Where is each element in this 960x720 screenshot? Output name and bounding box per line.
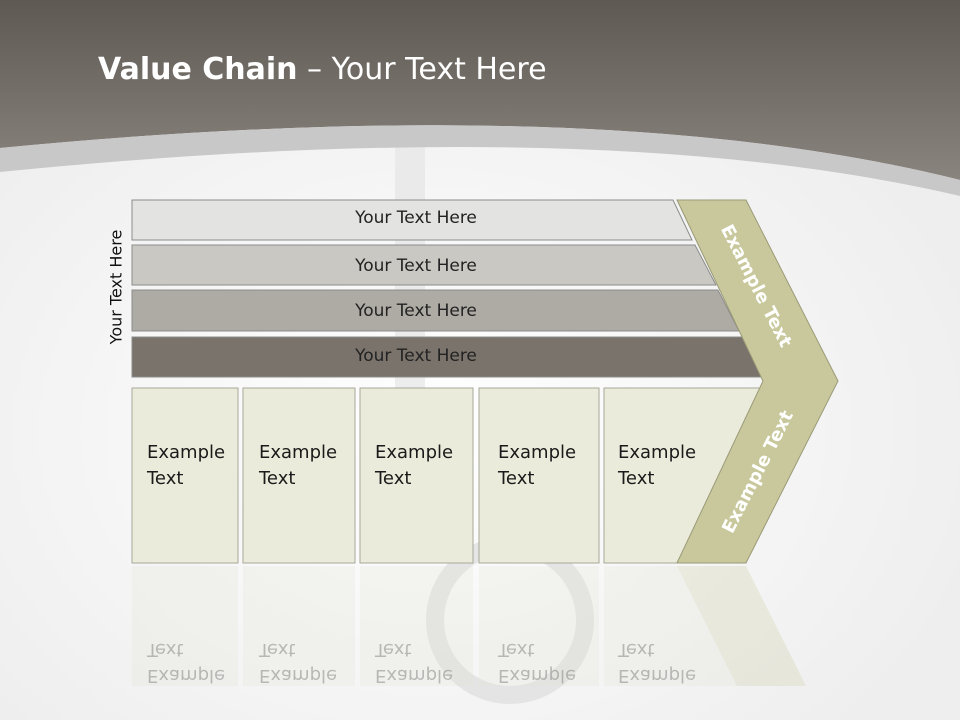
- primary-box-1: [131, 387, 239, 564]
- reflection-box-5: [604, 566, 740, 686]
- primary-box-5-line2: Text: [618, 468, 655, 489]
- side-label: Your Text Here: [106, 229, 126, 345]
- title-rest: – Your Text Here: [297, 52, 547, 87]
- reflection-text-2-line1: Example: [259, 665, 338, 686]
- primary-box-2-line2: Text: [259, 468, 296, 489]
- support-bar-4-label: Your Text Here: [355, 346, 477, 366]
- support-bar-2: [131, 244, 717, 286]
- primary-box-3-line1: Example: [375, 442, 454, 463]
- reflection-text-3-line2: Text: [375, 639, 412, 660]
- margin-arrow: [676, 199, 839, 564]
- primary-box-2: [242, 387, 356, 564]
- primary-box-3-line2: Text: [375, 468, 412, 489]
- primary-box-4-line1: Example: [498, 442, 577, 463]
- page-title: Value Chain – Your Text Here: [98, 52, 547, 87]
- reflection-text-1-line2: Text: [147, 639, 184, 660]
- reflection-text-5: Example Text: [618, 636, 696, 688]
- primary-box-4-line2: Text: [498, 468, 535, 489]
- support-bar-3-label: Your Text Here: [355, 301, 477, 321]
- primary-box-2-line1: Example: [259, 442, 338, 463]
- reflection-text-1-line1: Example: [147, 665, 226, 686]
- reflection-text-4-line2: Text: [498, 639, 535, 660]
- reflection-text-4-line1: Example: [498, 665, 577, 686]
- primary-box-1-line1: Example: [147, 442, 226, 463]
- title-bold: Value Chain: [98, 52, 298, 87]
- reflection-text-4: Example Text: [498, 636, 576, 688]
- reflection: [132, 566, 806, 686]
- reflection-box-1: [132, 566, 238, 686]
- support-bar-2-label: Your Text Here: [355, 256, 477, 276]
- primary-box-1-line2: Text: [147, 468, 184, 489]
- primary-box-4: [478, 387, 600, 564]
- reflection-text-3-line1: Example: [375, 665, 454, 686]
- reflection-box-4: [479, 566, 599, 686]
- reflection-box-3: [360, 566, 473, 686]
- support-bar-1: [131, 199, 693, 241]
- reflection-text-2-line2: Text: [259, 639, 296, 660]
- header-band: [0, 0, 960, 180]
- reflection-arrow: [677, 566, 806, 686]
- reflection-box-2: [243, 566, 355, 686]
- primary-box-5-line1: Example: [618, 442, 697, 463]
- reflection-text-5-line1: Example: [618, 665, 697, 686]
- header-arc: [0, 125, 960, 196]
- reflection-text-1: Example Text: [147, 636, 225, 688]
- support-bar-1-label: Your Text Here: [355, 208, 477, 228]
- reflection-text-3: Example Text: [375, 636, 453, 688]
- primary-box-3: [359, 387, 474, 564]
- reflection-text-2: Example Text: [259, 636, 337, 688]
- reflection-text-5-line2: Text: [618, 639, 655, 660]
